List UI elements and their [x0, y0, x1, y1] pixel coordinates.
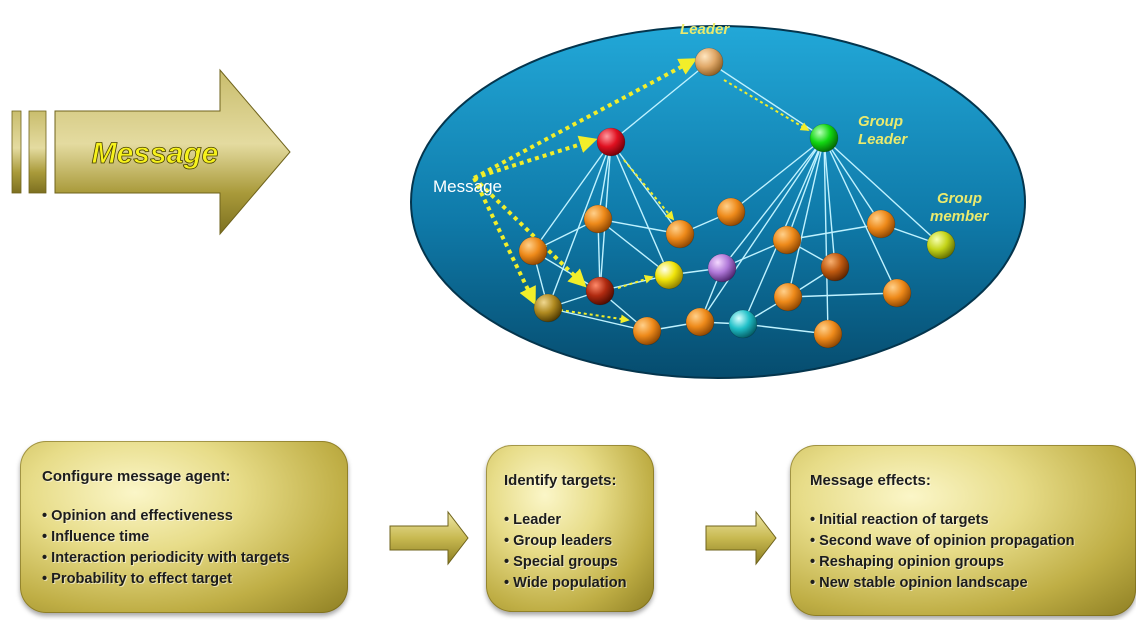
- network-edge: [823, 137, 898, 294]
- list-item: Wide population: [504, 573, 654, 594]
- message-flow-arrow: [472, 176, 587, 288]
- list-item: Influence time: [42, 527, 348, 548]
- member-node: [632, 316, 662, 346]
- leader-node: [694, 47, 724, 77]
- special-node-purple: [707, 253, 737, 283]
- list-item: Probability to effect target: [42, 569, 348, 590]
- member-node: [518, 236, 548, 266]
- network-edge: [730, 137, 825, 213]
- network-edge: [823, 137, 942, 246]
- message-flow-arrow: [623, 159, 675, 221]
- network-edge: [610, 61, 710, 143]
- network-edge: [699, 137, 825, 323]
- box-list: Initial reaction of targets Second wave …: [810, 510, 1136, 594]
- member-node: [685, 307, 715, 337]
- arrow-tail-bar-2: [28, 110, 47, 194]
- network-edge: [547, 141, 612, 309]
- message-arrow-label: Message: [92, 137, 219, 170]
- member-node: [882, 278, 912, 308]
- member-node: [533, 293, 563, 323]
- message-flow-arrow: [472, 177, 536, 306]
- flow-arrow-1: [389, 510, 469, 566]
- network-edge: [786, 137, 825, 241]
- member-node: [773, 282, 803, 312]
- box-list: Leader Group leaders Special groups Wide…: [504, 510, 654, 594]
- network-nodes: [518, 47, 956, 349]
- member-node: [583, 204, 613, 234]
- network-edges: [532, 61, 942, 335]
- flow-arrow-2: [705, 510, 777, 566]
- network-edge: [823, 137, 882, 225]
- member-node: [772, 225, 802, 255]
- list-item: Second wave of opinion propagation: [810, 531, 1136, 552]
- network-edge: [823, 137, 836, 268]
- arrow-tail-bar-1: [11, 110, 22, 194]
- network-edge: [721, 137, 825, 269]
- network-edge: [597, 218, 670, 276]
- message-flow-arrow: [473, 135, 598, 180]
- group-leader-label: Group Leader: [858, 113, 908, 148]
- list-item: Reshaping opinion groups: [810, 552, 1136, 573]
- network-edge: [742, 323, 829, 335]
- member-node: [866, 209, 896, 239]
- target-node-yellow: [654, 260, 684, 290]
- network-edge: [547, 307, 648, 332]
- message-flow-arrows: [472, 58, 810, 324]
- arrow-body: [54, 68, 291, 236]
- message-effects-box: Message effects: Initial reaction of tar…: [790, 445, 1136, 616]
- network-ellipse: [410, 25, 1026, 379]
- box-title: Configure message agent:: [42, 468, 231, 485]
- special-node-red: [596, 127, 626, 157]
- member-node: [813, 319, 843, 349]
- message-arrow: Message: [11, 68, 291, 236]
- list-item: Interaction periodicity with targets: [42, 548, 348, 569]
- special-node-cyan: [728, 309, 758, 339]
- group-member-node: [926, 230, 956, 260]
- box-title: Message effects:: [810, 472, 931, 489]
- box-list: Opinion and effectiveness Influence time…: [42, 506, 348, 590]
- network-edge: [787, 137, 825, 298]
- message-flow-arrow: [473, 58, 698, 180]
- box-title: Identify targets:: [504, 472, 617, 489]
- member-node: [665, 219, 695, 249]
- network-message-label: Message: [433, 177, 502, 196]
- network-edge: [610, 141, 670, 276]
- identify-targets-box: Identify targets: Leader Group leaders S…: [486, 445, 654, 612]
- member-node: [820, 252, 850, 282]
- list-item: Leader: [504, 510, 654, 531]
- group-leader-node: [809, 123, 839, 153]
- list-item: Initial reaction of targets: [810, 510, 1136, 531]
- list-item: Special groups: [504, 552, 654, 573]
- group-member-label: Group member: [930, 190, 990, 225]
- configure-message-agent-box: Configure message agent: Opinion and eff…: [20, 441, 348, 613]
- list-item: Opinion and effectiveness: [42, 506, 348, 527]
- member-node: [716, 197, 746, 227]
- list-item: New stable opinion landscape: [810, 573, 1136, 594]
- list-item: Group leaders: [504, 531, 654, 552]
- special-node-darkred: [585, 276, 615, 306]
- network-edge: [787, 292, 898, 298]
- network-edge: [823, 137, 829, 335]
- network-edge: [532, 141, 612, 252]
- leader-label: Leader: [680, 21, 730, 38]
- network-edge: [786, 223, 882, 241]
- message-flow-arrow: [723, 79, 810, 131]
